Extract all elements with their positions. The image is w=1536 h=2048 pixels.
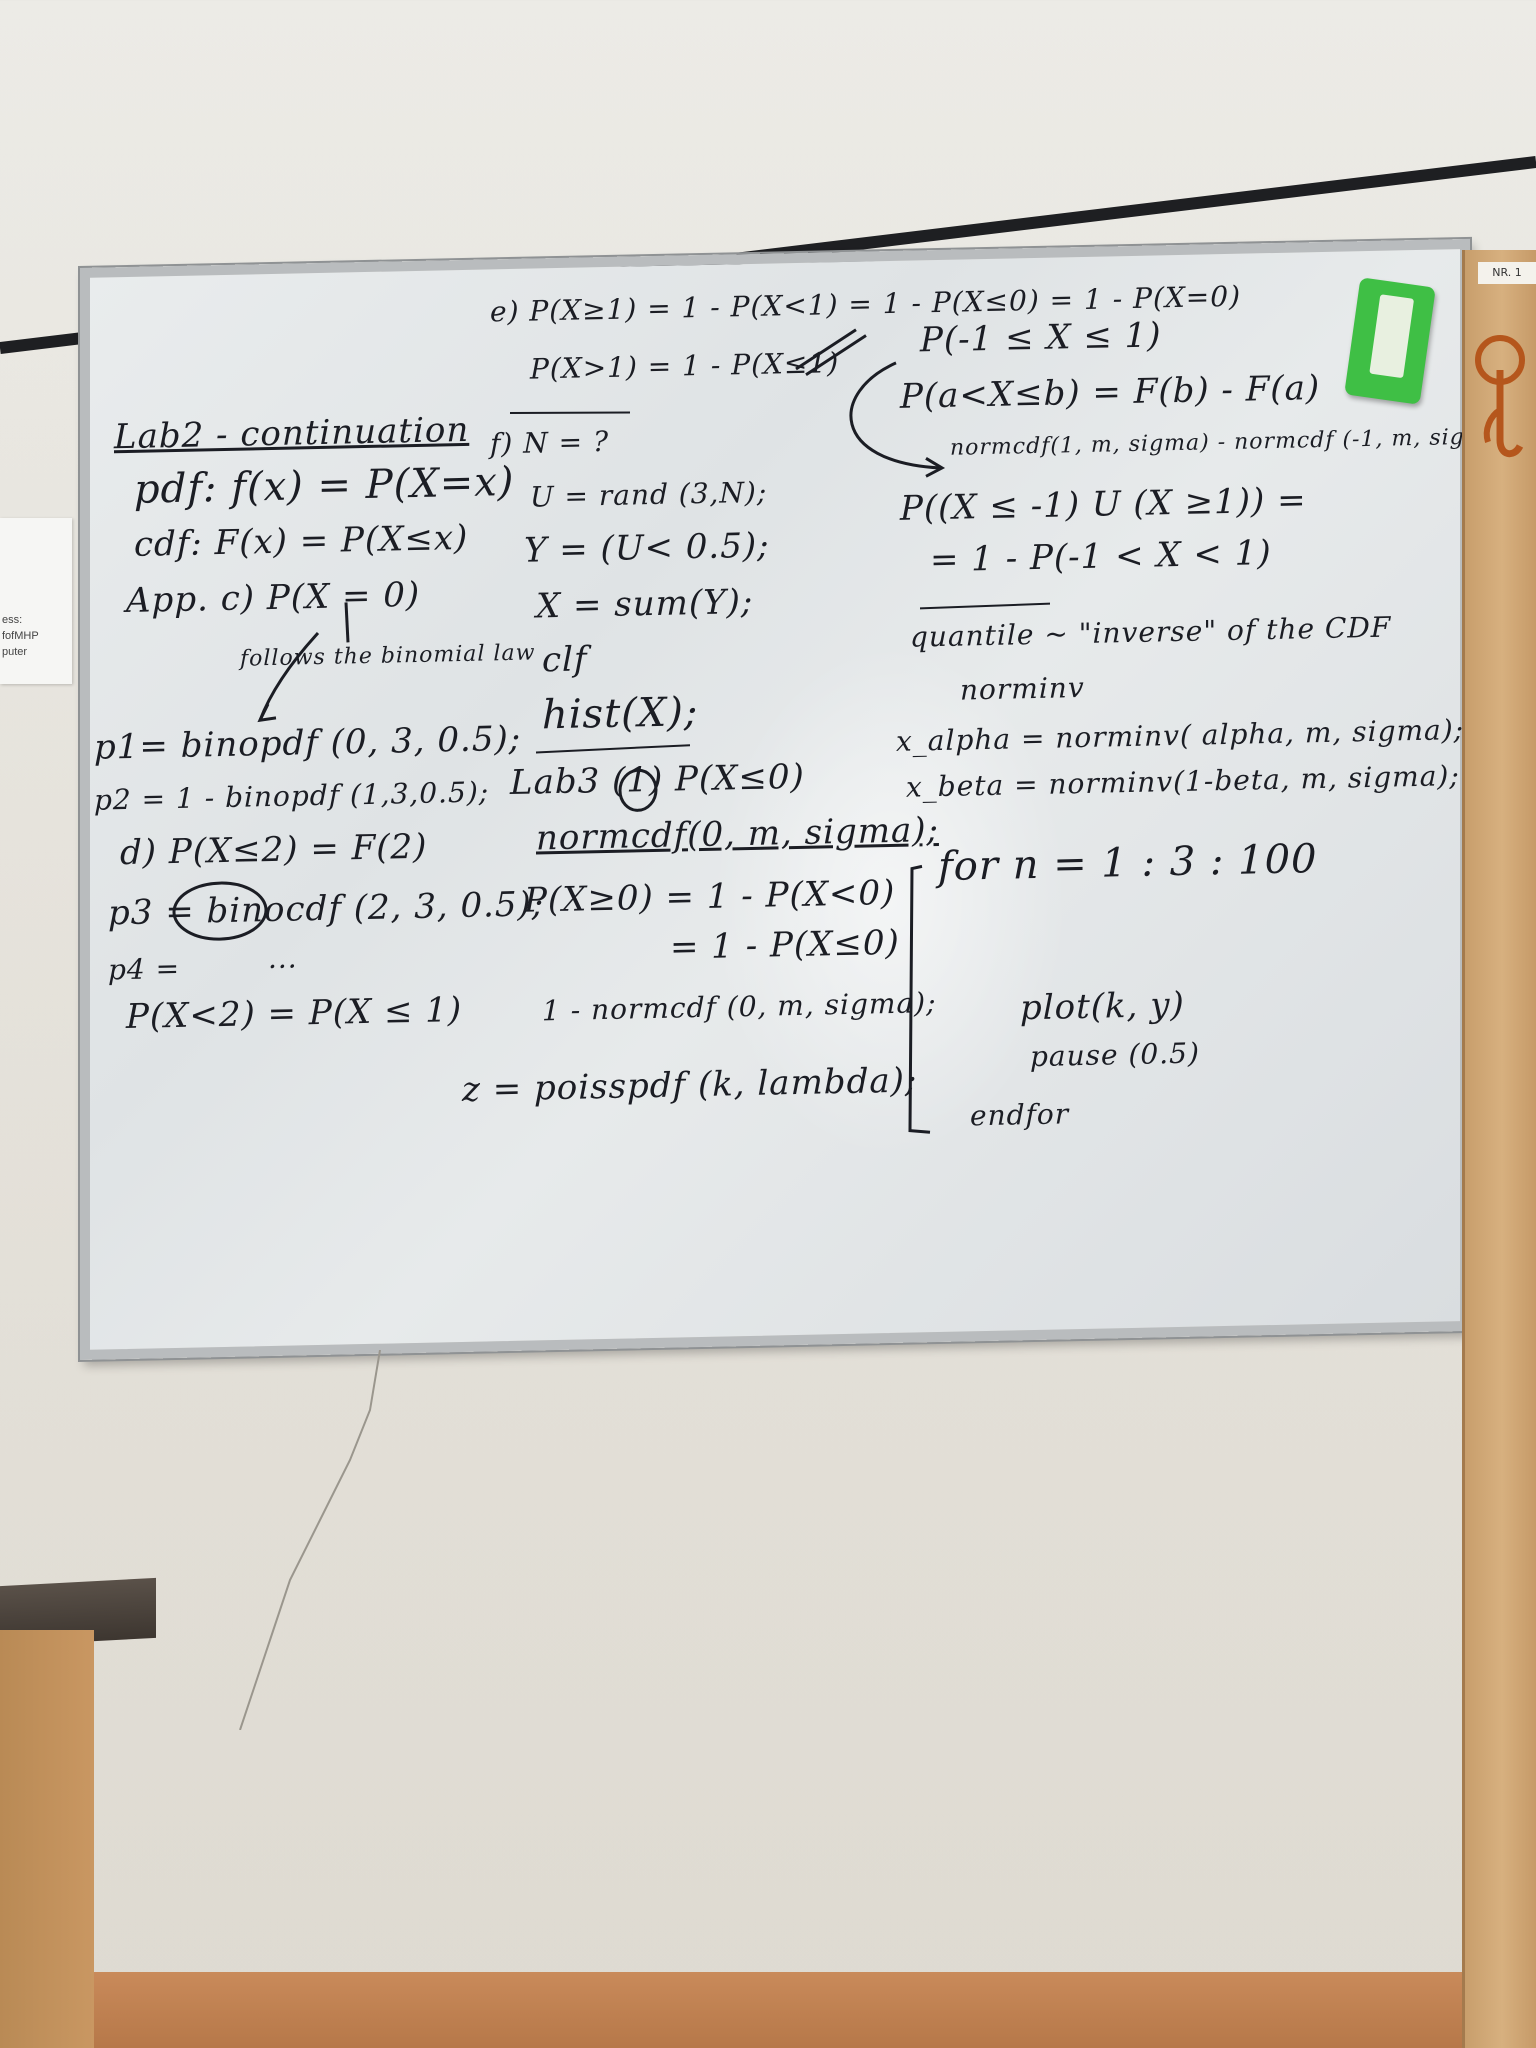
wall-notice-line: puter [2,646,28,658]
whiteboard-eraser [1344,277,1436,405]
wall-notice-line: ess: [2,614,23,626]
desk-body [0,1630,94,2048]
wall-notice-line: fofMHP [2,630,39,642]
whiteboard: Lab2 - continuation pdf: f(x) = P(X=x) c… [80,238,1510,1360]
cabinet-tag: NR. 1 [1478,262,1536,284]
baseboard [94,1972,1462,2048]
coat-hook-icon [1475,335,1525,458]
wall-crack [239,1350,381,1730]
wall-notice: ess: fofMHP puter [0,518,72,684]
board-strokes [172,328,1051,1134]
wooden-cabinet [1462,250,1536,2048]
eraser-label [1369,294,1415,379]
